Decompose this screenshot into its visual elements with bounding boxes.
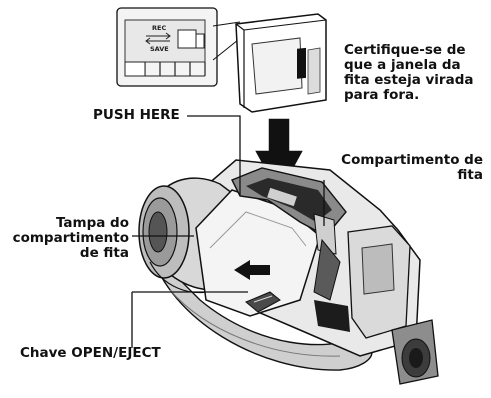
push-here-label: PUSH HERE: [93, 107, 180, 123]
label-line: fita esteja virada: [344, 72, 474, 88]
open-eject-label: Chave OPEN/EJECT: [20, 345, 161, 361]
push-arrow-icon: [234, 260, 270, 280]
label-line: Certifique-se de: [344, 42, 466, 58]
push-here-leader: [187, 115, 241, 196]
label-line: que a janela da: [344, 57, 461, 73]
cassette: [235, 13, 327, 113]
label-line: para fora.: [344, 87, 420, 103]
leader-lines: [131, 115, 325, 348]
inset-save-text: SAVE: [150, 45, 169, 53]
switch-arrows-icon: [145, 32, 171, 45]
camcorder-body: [138, 159, 439, 385]
tape-compartment-label: Compartimento de fita: [341, 153, 483, 183]
label-line: compartimento: [12, 230, 129, 246]
tape-cover-label: Tampa do compartimento de fita: [13, 216, 129, 261]
window-facing-label: Certifique-se de que a janela da fita es…: [344, 43, 473, 103]
label-line: Compartimento de: [341, 152, 483, 168]
rec-save-inset: REC SAVE: [116, 7, 218, 87]
label-line: fita: [457, 167, 483, 183]
inset-connector: [212, 21, 241, 61]
open-eject-switch: [245, 291, 281, 313]
label-line: de fita: [79, 245, 129, 261]
inset-rec-text: REC: [152, 24, 166, 32]
label-line: Tampa do: [55, 215, 129, 231]
